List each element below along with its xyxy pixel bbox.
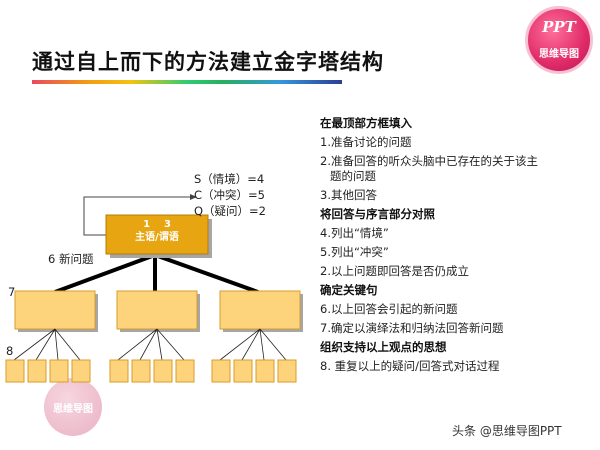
step-item: 8. 重复以上的疑问/回答式对话过程	[320, 359, 500, 373]
fan-lines	[13, 328, 287, 361]
step-heading: 将回答与序言部分对照	[320, 207, 435, 221]
level-marker-8: 8	[6, 344, 14, 358]
step-item-line: 2.准备回答的听众头脑中已存在的关于该主	[320, 154, 538, 168]
leaf-box	[27, 359, 47, 383]
title-gradient-bar	[32, 80, 342, 84]
step-heading: 组织支持以上观点的思想	[320, 340, 447, 354]
leaf-box	[71, 359, 91, 383]
leaf-box	[211, 359, 231, 383]
top-box-numbers: 1 3	[143, 219, 171, 230]
sqc-question: Q（疑问）=2	[194, 204, 267, 218]
leaf-box	[175, 359, 195, 383]
mid-box	[14, 290, 96, 330]
step-item: 2.准备回答的听众头脑中已存在的关于该主 题的问题	[320, 154, 582, 184]
step-item: 7.确定以演绎法和归纳法回答新问题	[320, 321, 504, 335]
leaf-box	[131, 359, 151, 383]
leaf-box	[49, 359, 69, 383]
leaf-box	[233, 359, 253, 383]
watermark: 思维导图	[44, 378, 102, 436]
brand-name: 思维导图	[539, 49, 579, 60]
top-box	[105, 214, 209, 255]
step-item-continuation: 题的问题	[330, 169, 376, 183]
feedback-connector	[83, 196, 190, 236]
pyramid-link	[54, 253, 156, 294]
step-item: 5.列出“冲突”	[320, 245, 389, 259]
mid-box	[116, 290, 198, 330]
sqc-complication: C（冲突）=5	[194, 188, 265, 202]
step-item: 4.列出“情境”	[320, 226, 389, 240]
leaf-box	[277, 359, 297, 383]
brand-logo-text: PPT	[542, 18, 576, 36]
steps-panel: 在最顶部方框填入 1.准备讨论的问题 2.准备回答的听众头脑中已存在的关于该主 …	[320, 116, 582, 378]
step-heading: 在最顶部方框填入	[320, 116, 412, 130]
sqc-situation: S（情境）=4	[194, 172, 265, 186]
new-question-label: 6 新问题	[48, 252, 94, 266]
step-heading: 确定关键句	[320, 283, 378, 297]
leaf-box	[255, 359, 275, 383]
mid-box	[219, 290, 301, 330]
feedback-arrowhead	[190, 194, 197, 200]
step-item: 3.其他回答	[320, 188, 377, 202]
top-box-label: 1 3 主语/谓语	[106, 218, 208, 244]
leaf-box	[153, 359, 173, 383]
pyramid-link	[154, 253, 259, 294]
leaf-box	[5, 359, 25, 383]
leaf-box	[109, 359, 129, 383]
step-item: 2.以上问题即回答是否仍成立	[320, 264, 469, 278]
step-item: 1.准备讨论的问题	[320, 135, 412, 149]
top-box-title: 主语/谓语	[135, 232, 179, 243]
watermark-text: 思维导图	[53, 404, 93, 415]
bottom-boxes	[5, 359, 297, 383]
level-marker-7: 7	[8, 285, 16, 299]
source-caption: 头条 @思维导图PPT	[452, 424, 562, 438]
brand-logo: PPT 思维导图	[525, 6, 593, 74]
step-item: 6.以上回答会引起的新问题	[320, 302, 458, 316]
slide-title: 通过自上而下的方法建立金字塔结构	[32, 50, 384, 74]
